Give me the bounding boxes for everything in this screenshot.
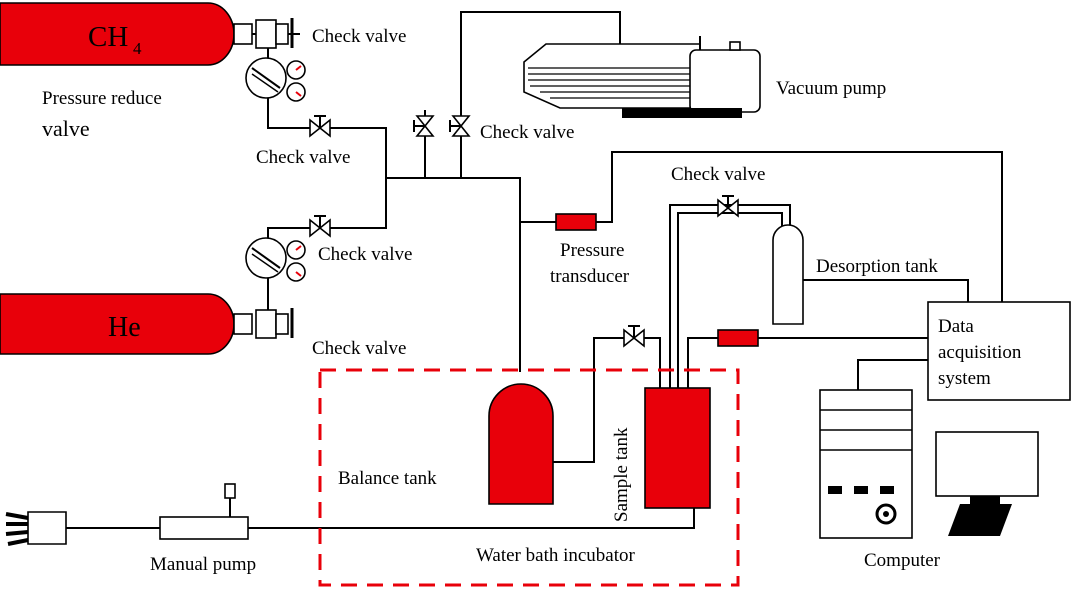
check-valve-bottom-label: Check valve xyxy=(312,338,406,359)
check-valve-vent xyxy=(413,115,435,137)
he-label: He xyxy=(108,312,141,343)
sample-tank-label: Sample tank xyxy=(611,427,632,522)
water-bath-label: Water bath incubator xyxy=(476,545,636,566)
ch4-valve-block xyxy=(233,18,294,49)
check-valve-top-label: Check valve xyxy=(312,26,406,47)
pressure-transducer-label-line2: transducer xyxy=(550,266,630,287)
check-valve-he-line xyxy=(309,215,331,238)
check-valve-vacuum xyxy=(449,115,471,137)
pressure-transducer-right xyxy=(717,329,759,347)
ch4-label: CH xyxy=(88,21,128,53)
manual-pump xyxy=(159,483,249,540)
desorption-tank xyxy=(772,224,804,325)
pipes xyxy=(66,11,1003,529)
balance-tank-label: Balance tank xyxy=(338,468,437,489)
check-valve-sample xyxy=(623,325,645,348)
sample-tank xyxy=(644,387,711,509)
vacuum-pump-label: Vacuum pump xyxy=(776,78,886,99)
he-valve-block xyxy=(233,300,294,339)
manual-pump-label: Manual pump xyxy=(150,554,256,575)
pressure-transducer-left xyxy=(555,213,597,231)
check-valve-vacuum-label: Check valve xyxy=(480,122,574,143)
check-valve-he-label: Check valve xyxy=(318,244,412,265)
he-cylinder: He xyxy=(0,293,235,355)
check-valve-ch4-line xyxy=(309,115,331,138)
check-valve-right-label: Check valve xyxy=(671,164,765,185)
vacuum-pump xyxy=(523,36,761,118)
manual-pump-handle xyxy=(5,511,67,546)
data-acquisition-box xyxy=(927,301,1071,401)
daq-label-line3: system xyxy=(938,368,991,389)
daq-label-line1: Data xyxy=(938,316,974,337)
daq-label-line2: acquisition xyxy=(938,342,1022,363)
pressure-reducer-bottom xyxy=(245,237,306,282)
computer-monitor xyxy=(935,431,1039,536)
balance-tank xyxy=(488,383,554,505)
pressure-reducer-top xyxy=(245,57,306,102)
ch4-cylinder: CH 4 xyxy=(0,2,235,66)
pressure-transducer-label-line1: Pressure xyxy=(560,240,624,261)
check-valve-desorption xyxy=(717,195,739,218)
check-valve-mid-label: Check valve xyxy=(256,147,350,168)
ch4-subscript: 4 xyxy=(133,39,142,58)
pressure-reduce-label-line1: Pressure reduce xyxy=(42,88,162,109)
pressure-reduce-label-line2: valve xyxy=(42,116,90,141)
desorption-tank-label: Desorption tank xyxy=(816,256,938,277)
computer-tower xyxy=(819,389,913,539)
computer-label: Computer xyxy=(864,550,941,571)
water-bath-box xyxy=(318,368,740,587)
